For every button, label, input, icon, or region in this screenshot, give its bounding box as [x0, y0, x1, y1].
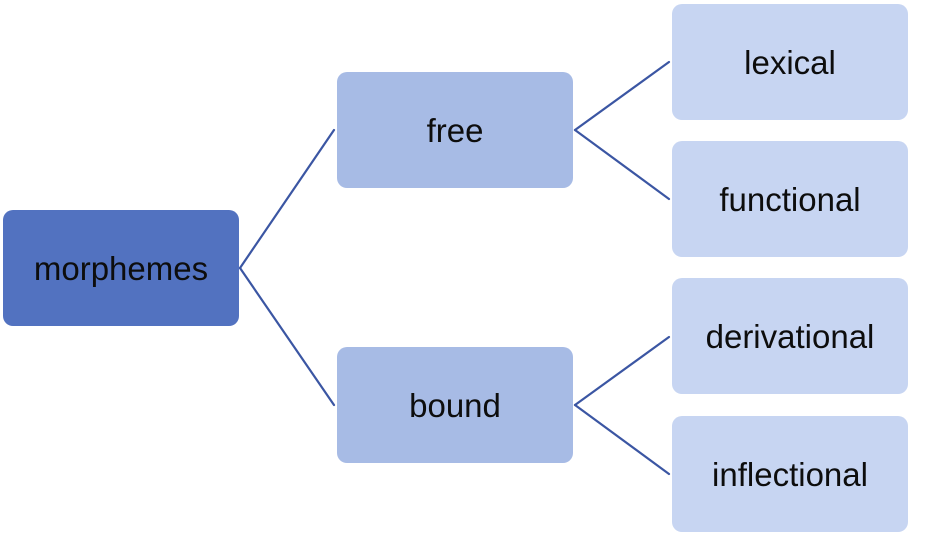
node-derivational: derivational: [672, 278, 908, 394]
node-derivational-label: derivational: [705, 317, 875, 355]
node-free-label: free: [426, 111, 484, 149]
node-functional: functional: [672, 141, 908, 257]
node-inflectional-label: inflectional: [712, 455, 868, 493]
connector-bound-derivational: [573, 335, 671, 407]
node-inflectional: inflectional: [672, 416, 908, 532]
node-morphemes-label: morphemes: [33, 249, 209, 287]
node-functional-label: functional: [719, 180, 861, 218]
connector-free-lexical: [573, 60, 671, 132]
connector-root-bound: [238, 266, 336, 407]
node-free: free: [337, 72, 573, 188]
node-morphemes: morphemes: [3, 210, 239, 326]
node-bound-label: bound: [409, 386, 501, 424]
connector-root-free: [238, 128, 336, 270]
node-lexical: lexical: [672, 4, 908, 120]
node-lexical-label: lexical: [744, 43, 836, 81]
connector-free-functional: [573, 128, 671, 201]
connector-bound-inflectional: [573, 403, 671, 476]
node-bound: bound: [337, 347, 573, 463]
